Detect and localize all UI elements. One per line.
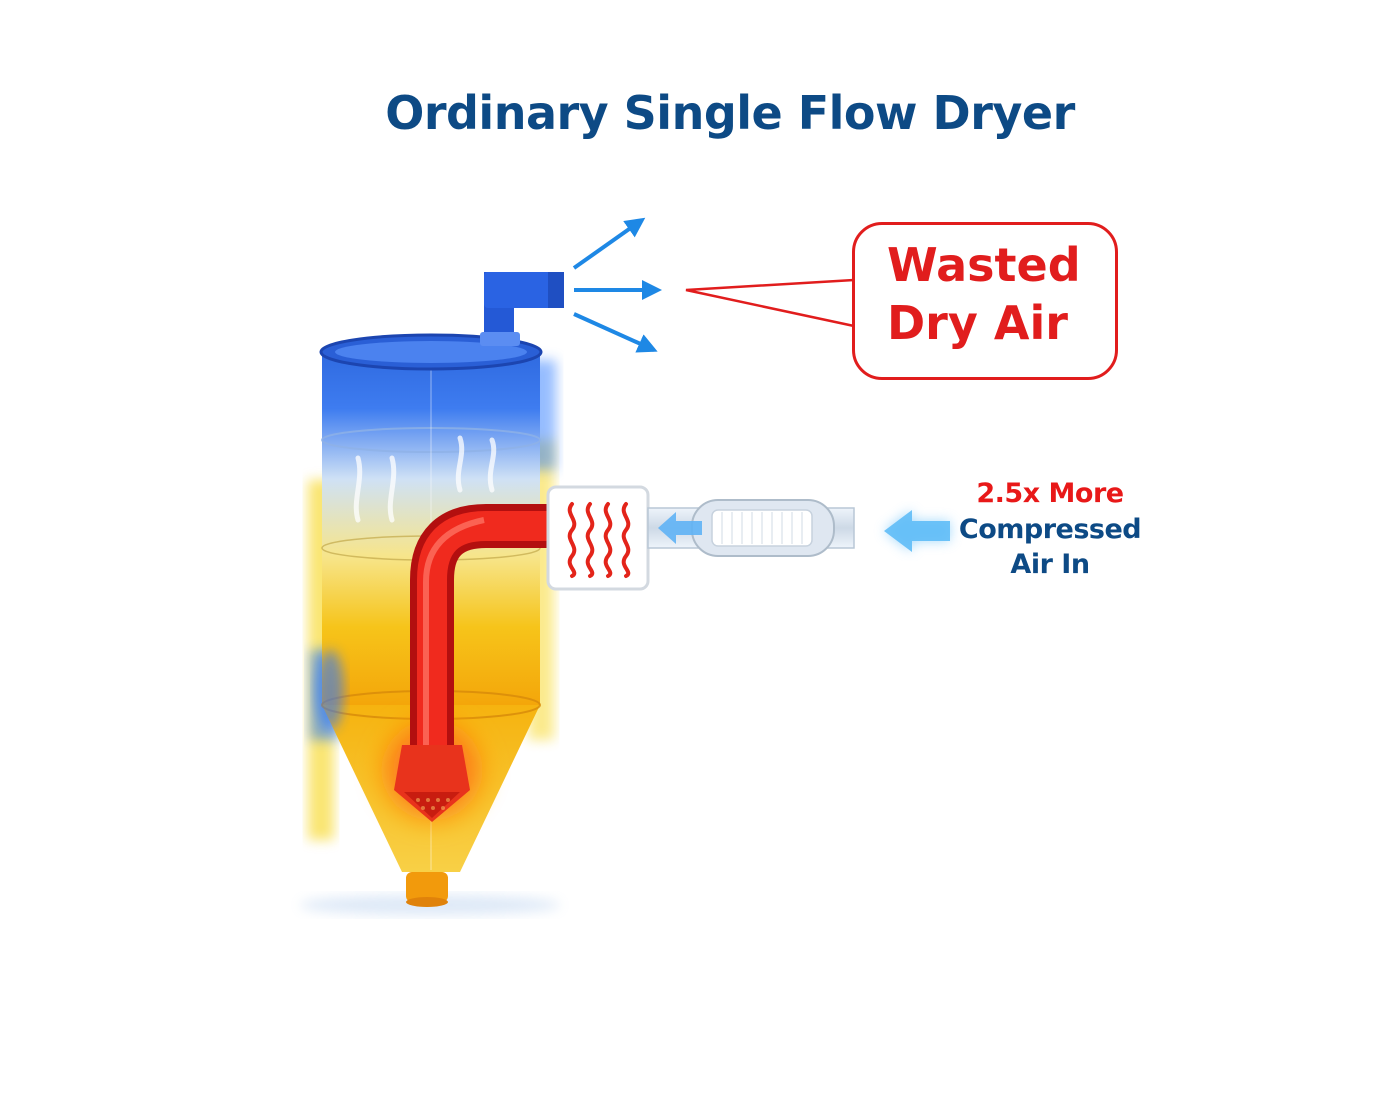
diagram-title: Ordinary Single Flow Dryer <box>385 86 1075 140</box>
heated-air-pipe <box>394 504 552 822</box>
exhaust-arrows <box>572 217 662 353</box>
wasted-air-callout: Wasted Dry Air <box>852 222 1118 380</box>
heater-box <box>546 485 650 591</box>
callout-line-2: Dry Air <box>887 296 1068 350</box>
heat-wave-icon <box>567 502 631 578</box>
arrow-icon <box>573 312 658 353</box>
inlet-pipe <box>647 499 855 557</box>
inlet-label-line-2: Compressed <box>958 514 1142 545</box>
arrow-left-icon <box>884 510 950 552</box>
callout-line-1: Wasted <box>887 238 1081 292</box>
inlet-label-highlight: 2.5x More <box>976 478 1124 509</box>
exhaust-pipe <box>480 272 564 346</box>
callout-pointer <box>685 278 855 328</box>
inlet-label-line-3: Air In <box>1010 549 1090 580</box>
arrow-icon <box>572 217 646 270</box>
